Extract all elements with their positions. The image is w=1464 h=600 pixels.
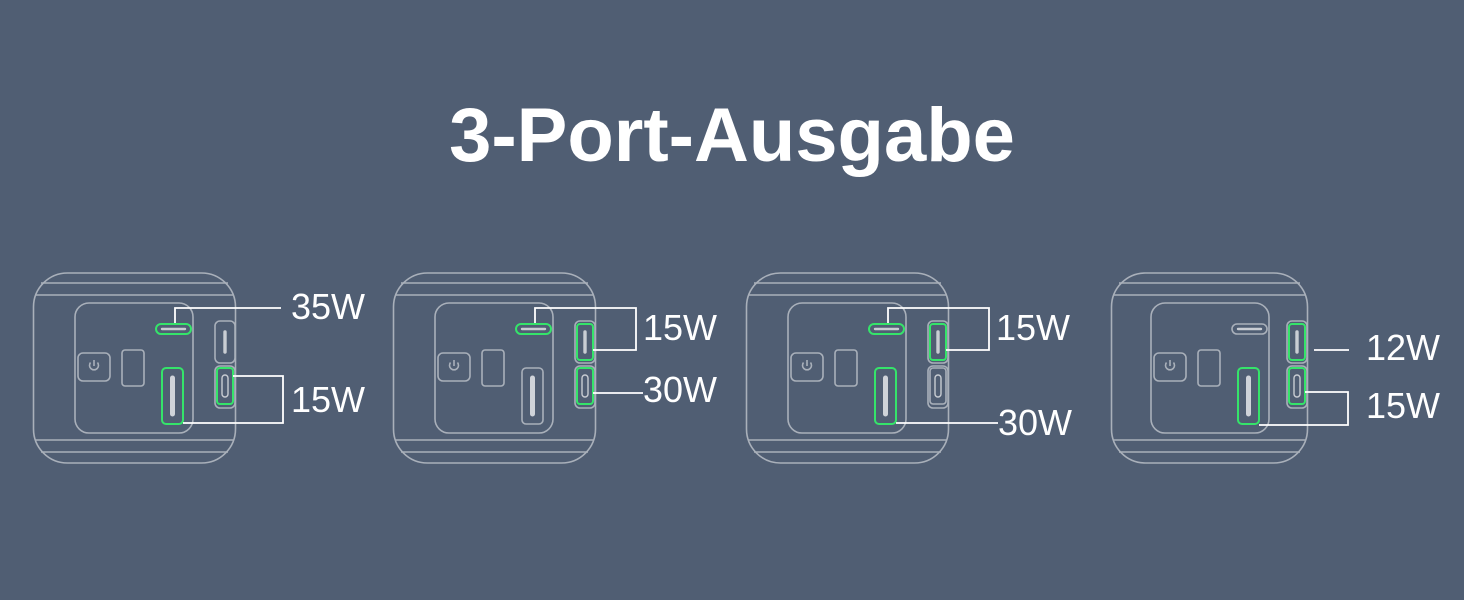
watt-label: 35W — [291, 286, 366, 327]
charger-config-4: 12W 15W — [1110, 262, 1440, 472]
charger-config-3: 15W 30W — [745, 262, 1072, 472]
side-port-1-housing — [574, 320, 596, 364]
charger-diagram — [392, 272, 643, 464]
power-button — [790, 352, 824, 382]
front-panel — [74, 302, 194, 434]
watt-label: 15W — [291, 379, 366, 420]
power-icon — [801, 360, 813, 371]
watt-label: 30W — [998, 402, 1073, 443]
charger-body — [32, 272, 237, 464]
power-button — [1153, 352, 1187, 382]
usb-c-port-side-2 — [929, 367, 947, 405]
watt-label: 15W — [643, 307, 718, 348]
charger-diagram — [1110, 272, 1349, 464]
power-icon — [448, 360, 460, 371]
usb-c-port-top — [155, 323, 192, 335]
front-panel — [787, 302, 907, 434]
usb-a-port — [521, 367, 544, 425]
side-port-1-housing — [1286, 320, 1308, 364]
power-button — [77, 352, 111, 382]
watt-label: 30W — [643, 369, 718, 410]
usb-a-port — [1237, 367, 1260, 425]
usb-c-port-side-2 — [576, 367, 594, 405]
charger-diagram — [745, 272, 998, 464]
watt-label: 15W — [1366, 385, 1441, 426]
watt-label: 12W — [1366, 327, 1441, 368]
charger-body — [745, 272, 950, 464]
side-port-1-housing — [214, 320, 236, 364]
indicator-slot — [834, 349, 858, 387]
usb-c-port-side-1 — [576, 323, 594, 361]
side-port-2-housing — [927, 365, 949, 409]
indicator-slot — [1197, 349, 1221, 387]
side-port-2-housing — [574, 365, 596, 409]
usb-c-port-top — [868, 323, 905, 335]
charger-diagram — [32, 272, 284, 464]
power-button — [437, 352, 471, 382]
front-panel — [1150, 302, 1270, 434]
side-port-1-housing — [927, 320, 949, 364]
usb-c-port-top — [515, 323, 552, 335]
charger-config-1: 35W 15W — [32, 262, 365, 472]
usb-c-port-side-2 — [216, 367, 234, 405]
side-port-2-housing — [214, 365, 236, 409]
usb-c-port-top — [1231, 323, 1268, 335]
side-port-2-housing — [1286, 365, 1308, 409]
page-title: 3-Port-Ausgabe — [449, 93, 1015, 178]
power-icon — [1164, 360, 1176, 371]
charger-body — [392, 272, 597, 464]
charger-config-2: 15W 30W — [392, 262, 717, 472]
charger-body — [1110, 272, 1309, 464]
usb-c-port-side-1 — [1288, 323, 1306, 361]
power-icon — [88, 360, 100, 371]
usb-a-port — [874, 367, 897, 425]
usb-a-port — [161, 367, 184, 425]
usb-c-port-side-1 — [929, 323, 947, 361]
indicator-slot — [481, 349, 505, 387]
indicator-slot — [121, 349, 145, 387]
watt-label: 15W — [996, 307, 1071, 348]
usb-c-port-side-2 — [1288, 367, 1306, 405]
front-panel — [434, 302, 554, 434]
